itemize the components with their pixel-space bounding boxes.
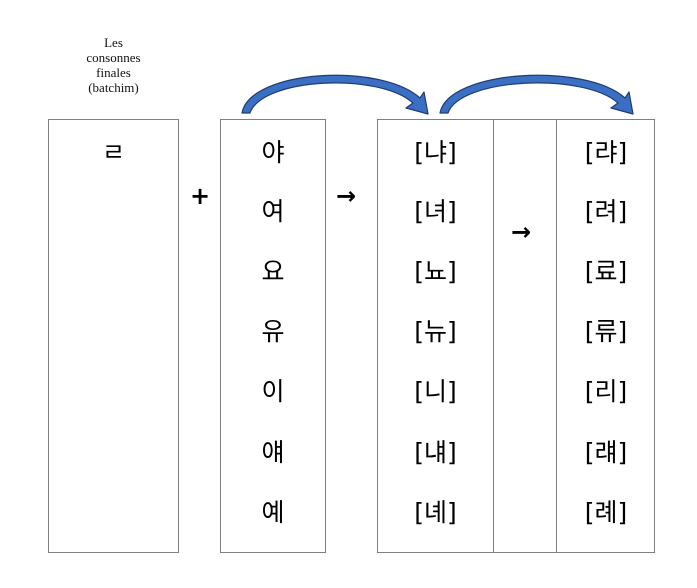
result-item: [리] xyxy=(584,377,628,406)
batchim-caption: Les consonnes finales (batchim) xyxy=(48,35,179,95)
vowel-item: 유 xyxy=(261,317,285,346)
caption-line: finales xyxy=(96,65,131,80)
result-item: [례] xyxy=(584,498,628,527)
vowel-item: 야 xyxy=(261,138,285,167)
vowel-item: 이 xyxy=(261,377,285,406)
intermediate-item: [뉴] xyxy=(414,317,457,346)
curved-arrow-icon xyxy=(439,74,634,115)
vowel-item: 요 xyxy=(261,257,285,286)
caption-line: (batchim) xyxy=(88,80,139,95)
intermediate-item: [녀] xyxy=(414,197,457,226)
vowel-item: 얘 xyxy=(261,438,285,467)
vowel-box: 야 여 요 유 이 얘 예 xyxy=(220,119,326,553)
arrow-column: → xyxy=(494,120,557,552)
pronunciation-table: [냐] [녀] [뇨] [뉴] [니] [냬] [녜] → [랴] [려] [료… xyxy=(377,119,655,553)
intermediate-item: [냬] xyxy=(414,438,457,467)
caption-line: consonnes xyxy=(86,50,141,65)
result-item: [류] xyxy=(584,317,628,346)
result-item: [료] xyxy=(584,257,628,286)
transform-arrow-2: → xyxy=(511,218,532,246)
intermediate-item: [뇨] xyxy=(414,257,457,286)
intermediate-item: [녜] xyxy=(414,498,457,527)
transform-arrow-1: → xyxy=(336,182,357,210)
caption-line: Les xyxy=(104,35,123,50)
intermediate-item: [니] xyxy=(414,377,457,406)
batchim-box: ㄹ xyxy=(48,119,179,553)
result-item: [려] xyxy=(584,197,628,226)
result-column: [랴] [려] [료] [류] [리] [럐] [례] xyxy=(557,120,655,552)
result-item: [랴] xyxy=(584,138,628,167)
batchim-consonant: ㄹ xyxy=(101,138,125,167)
vowel-item: 예 xyxy=(261,498,285,527)
result-item: [럐] xyxy=(584,438,628,467)
vowel-item: 여 xyxy=(261,197,285,226)
curved-arrow-icon xyxy=(241,74,429,115)
intermediate-column: [냐] [녀] [뇨] [뉴] [니] [냬] [녜] xyxy=(378,120,494,552)
plus-operator: + xyxy=(190,182,211,210)
intermediate-item: [냐] xyxy=(414,138,457,167)
